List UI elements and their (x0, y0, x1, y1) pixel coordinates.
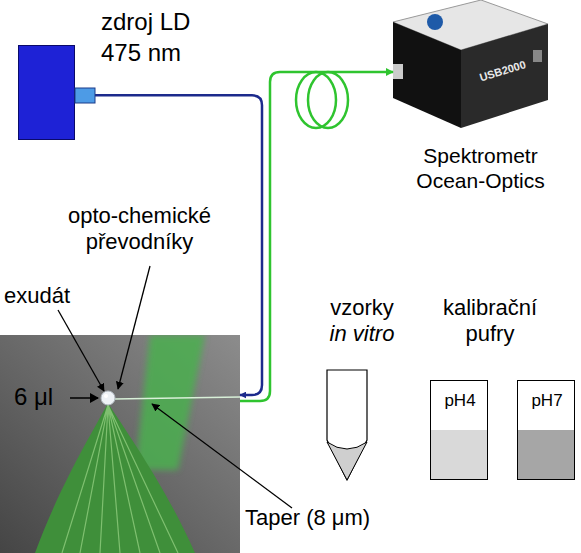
photo-background (0, 335, 240, 553)
blurred-leaf (135, 335, 205, 470)
optical-fiber (75, 95, 262, 395)
arrow-head (90, 393, 99, 403)
leaf-photo-frame: 6 μl (0, 335, 240, 553)
buffer-beaker: pH4 (430, 380, 488, 480)
part-label: opto-chemické převodníky (57, 203, 222, 256)
leader-line (118, 266, 150, 389)
fiber-coil (308, 72, 348, 128)
group-label: in vitro (312, 321, 412, 347)
buffer-label: pH7 (518, 391, 576, 411)
buffer-label: pH4 (431, 391, 489, 411)
device-side (461, 24, 548, 128)
volume-label: 6 μl (14, 383, 74, 412)
exudate-droplet (101, 391, 115, 405)
part-label: Taper (8 μm) (245, 505, 370, 531)
device-front (393, 22, 461, 128)
fiber-coil (296, 72, 336, 128)
taper-fiber (114, 397, 240, 399)
group-label: vzorky (312, 295, 412, 321)
droplet-highlight (104, 394, 108, 398)
laser-source: zdroj LD 475 nm (18, 45, 75, 140)
buffer-beaker: pH7 (517, 380, 575, 480)
source-label: zdroj LD 475 nm (101, 6, 226, 68)
sample-tube (327, 370, 367, 480)
leader-line (58, 310, 104, 391)
optical-fiber (240, 72, 393, 401)
device-port (393, 64, 403, 79)
leaf-photo (0, 335, 240, 553)
device-label: Spektrometr Ocean-Optics (393, 143, 568, 193)
device-port (533, 50, 542, 62)
group-label: kalibrační pufry (435, 295, 545, 348)
part-label: exudát (4, 283, 70, 309)
fiber-connector (75, 88, 95, 103)
sample-liquid (327, 442, 367, 480)
leader-line (152, 404, 292, 508)
leaf-blade (35, 403, 195, 553)
leaf-veins (62, 405, 178, 553)
device-logo (427, 14, 443, 30)
